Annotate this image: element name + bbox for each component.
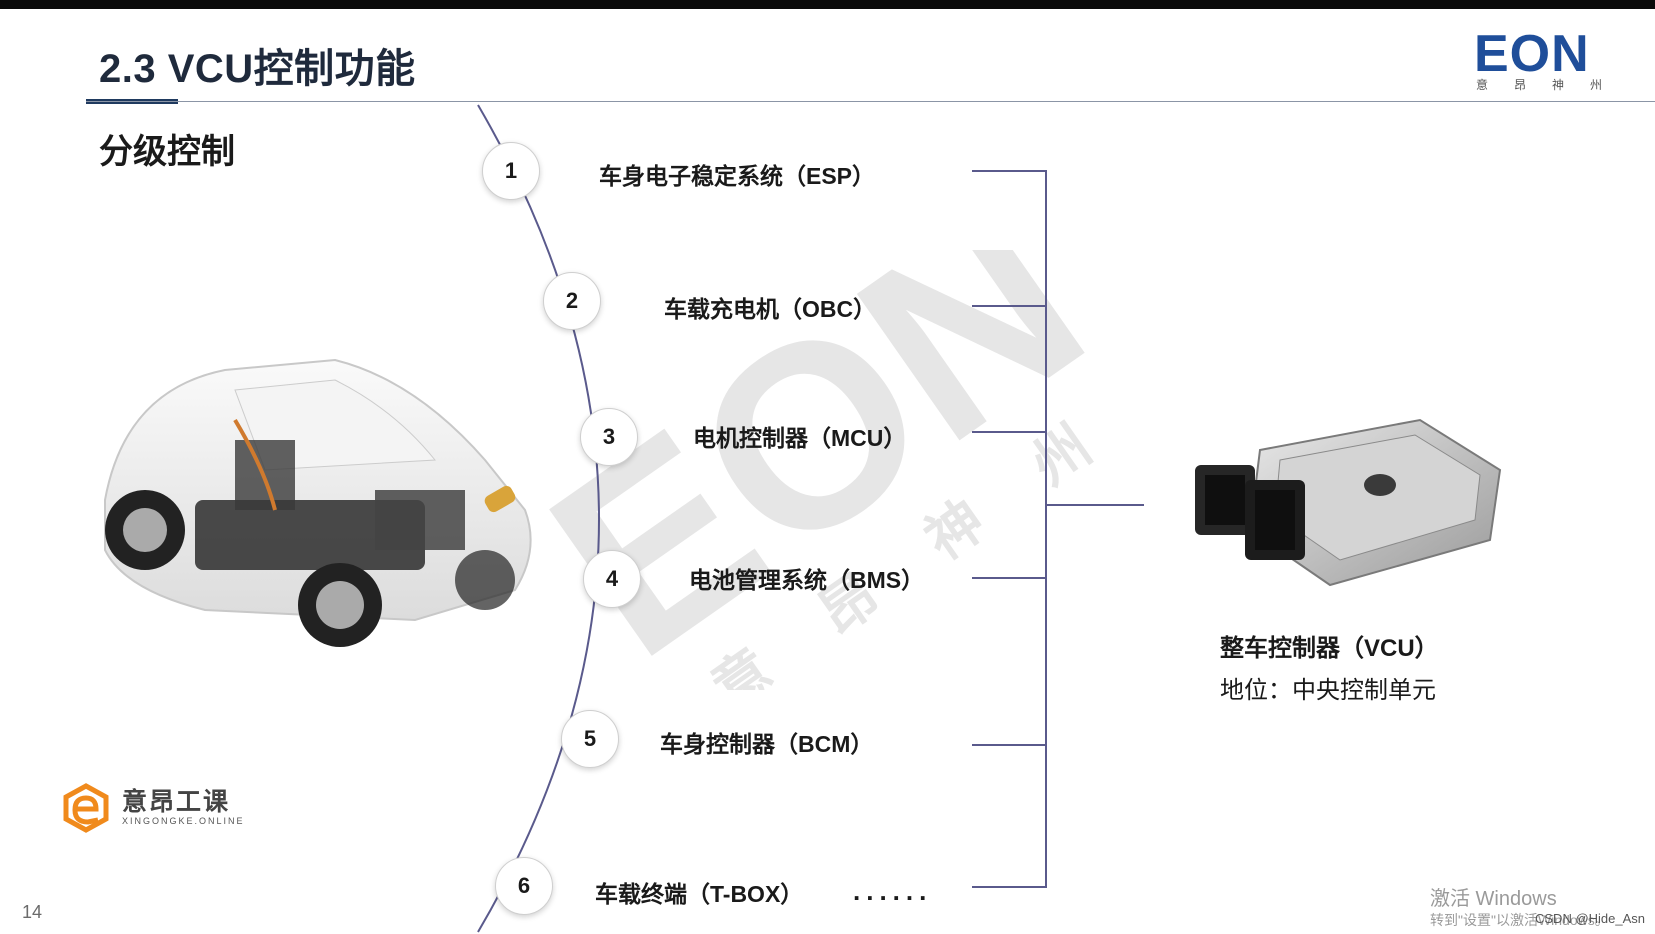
vcu-module-illustration xyxy=(1195,418,1502,587)
item-label-obc: 车载充电机（OBC） xyxy=(664,296,877,322)
step-node-5: 5 xyxy=(561,710,619,768)
windows-activation-subtext: 转到"设置"以激活Windows。 xyxy=(1430,912,1609,928)
eon-logo-sub-char: 州 xyxy=(1589,78,1602,92)
top-black-bar xyxy=(0,0,1655,9)
item-label-bcm: 车身控制器（BCM） xyxy=(660,731,874,757)
step-node-3: 3 xyxy=(580,408,638,466)
eon-logo-sub-char: 昂 xyxy=(1513,78,1526,92)
step-node-1: 1 xyxy=(482,142,540,200)
ellipsis: ...... xyxy=(853,876,933,906)
brand-english-name: XINGONGKE.ONLINE xyxy=(122,816,245,826)
vcu-role: 地位：中央控制单元 xyxy=(1220,677,1436,704)
windows-activation-notice: 激活 Windows xyxy=(1430,888,1557,910)
title-rule xyxy=(86,101,1655,102)
brand-name: 意昂工课 xyxy=(122,788,231,816)
step-node-2: 2 xyxy=(543,272,601,330)
electric-car-illustration xyxy=(104,358,532,647)
brand-e-icon xyxy=(63,783,109,833)
step-node-4: 4 xyxy=(583,550,641,608)
vcu-name: 整车控制器（VCU） xyxy=(1220,635,1439,662)
csdn-watermark: CSDN @Hide_Asn xyxy=(1535,911,1646,926)
eon-logo-subtitle: 意 昂 神 州 xyxy=(1476,76,1602,93)
item-label-bms: 电池管理系统（BMS） xyxy=(689,567,925,593)
page-number: 14 xyxy=(22,902,43,922)
slide-title: 2.3 VCU控制功能 xyxy=(99,47,416,91)
item-label-esp: 车身电子稳定系统（ESP） xyxy=(599,163,876,189)
brand-logo: 意昂工课 XINGONGKE.ONLINE xyxy=(60,782,243,834)
eon-logo-sub-char: 神 xyxy=(1551,78,1564,92)
step-node-6: 6 xyxy=(495,857,553,915)
eon-logo-sub-char: 意 xyxy=(1476,78,1489,92)
eon-logo: EON 意 昂 神 州 xyxy=(1474,28,1604,94)
item-label-tbox: 车载终端（T-BOX） xyxy=(595,881,804,907)
timeline-arc xyxy=(477,104,600,933)
item-label-mcu: 电机控制器（MCU） xyxy=(693,425,907,451)
slide-subtitle: 分级控制 xyxy=(99,133,235,171)
eon-logo-word: EON xyxy=(1474,25,1590,83)
